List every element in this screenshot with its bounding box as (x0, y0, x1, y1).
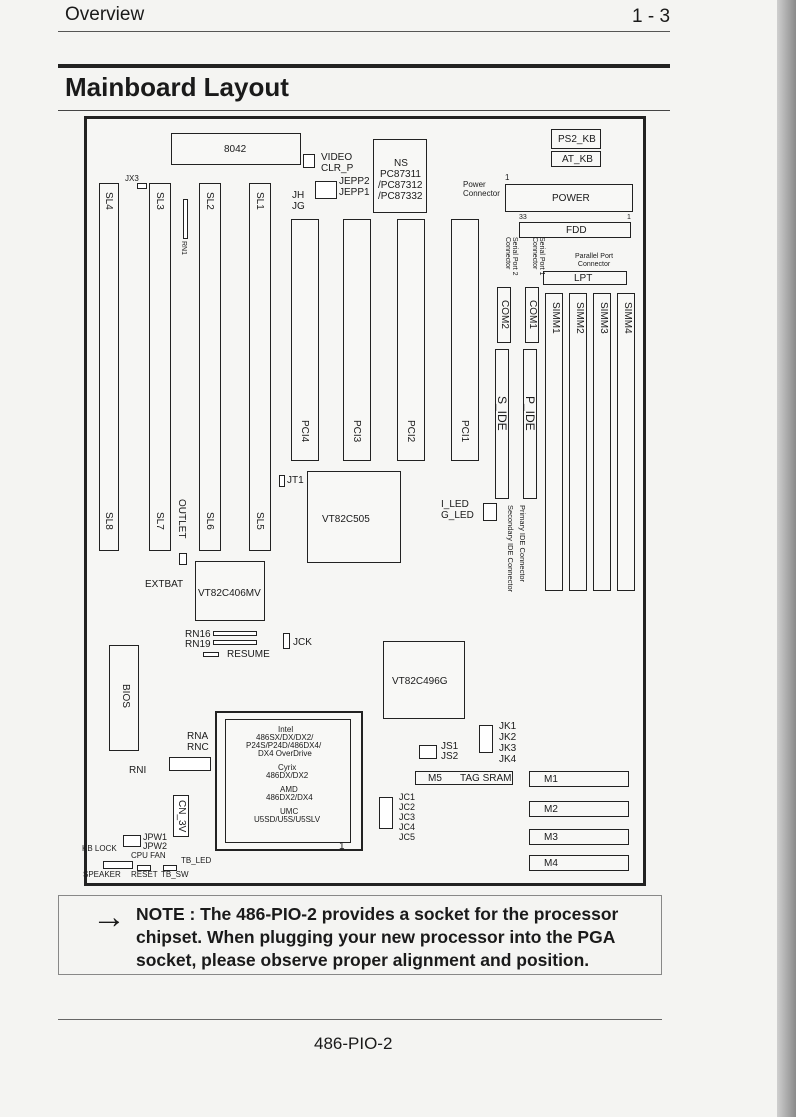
title-rule-bottom (58, 110, 670, 111)
secondary-ide-label: Secondary IDE Connector (506, 505, 515, 593)
mainboard-diagram: 8042 VIDEO CLR_P JEPP2 JEPP1 JH JG NS PC… (82, 116, 646, 886)
ps2-kb-connector: PS2_KB (551, 129, 601, 149)
page-number: 1 - 3 (632, 6, 671, 27)
jg-label: JG (292, 201, 305, 212)
simm3-slot: SIMM3 (593, 293, 611, 591)
page-title: Mainboard Layout (65, 72, 289, 102)
simm4-slot: SIMM4 (617, 293, 635, 591)
isa-slot-sl3: SL3 SL7 (149, 183, 171, 551)
cpu-socket: Intel 486SX/DX/DX2/ P24S/P24D/486DX4/ DX… (215, 711, 363, 851)
chip-vt82c406mv: VT82C406MV (195, 561, 265, 621)
cache-m2: M2 (529, 801, 629, 817)
outlet-label: OUTLET (176, 499, 187, 539)
parallel-port-label: Parallel Port Connector (575, 253, 614, 268)
reset-connector (137, 865, 151, 871)
jumper-jc (379, 797, 393, 829)
jumper-jck (283, 633, 290, 649)
secondary-ide-connector: S_IDE (495, 349, 509, 499)
power-connector: POWER (505, 184, 633, 212)
serial1-label: Serial Port 1 Connector (531, 237, 545, 276)
jumper-jepp (315, 181, 337, 199)
isa-slot-sl4: SL4 SL8 (99, 183, 119, 551)
jumper-jt1 (279, 475, 285, 487)
com2-connector: COM2 (497, 287, 511, 343)
pci-slot-3: PCI3 (343, 219, 371, 461)
simm1-slot: SIMM1 (545, 293, 563, 591)
footer-model: 486-PIO-2 (314, 1034, 393, 1053)
jh-label: JH (292, 190, 305, 201)
jumper-jk (479, 725, 493, 753)
jepp2-label: JEPP2 (339, 176, 370, 187)
chip-ns-superio: NS PC87311 /PC87312 /PC87332 (373, 139, 427, 213)
extbat-label: EXTBAT (145, 579, 184, 590)
header-rule (58, 31, 670, 32)
at-kb-connector: AT_KB (551, 151, 601, 167)
rn1-resistor (183, 199, 188, 239)
section-header: Overview (65, 4, 145, 25)
rn19-resistor (213, 640, 257, 645)
chip-vt82c505: VT82C505 (307, 471, 401, 563)
jumper-jx3 (137, 183, 147, 189)
jumper-outlet (179, 553, 187, 565)
cache-m3: M3 (529, 829, 629, 845)
jumper-jpw (123, 835, 141, 847)
chip-8042: 8042 (171, 133, 301, 165)
primary-ide-label: Primary IDE Connector (518, 505, 527, 583)
jumper-led (483, 503, 497, 521)
pci-slot-1: PCI1 (451, 219, 479, 461)
primary-ide-connector: P_IDE (523, 349, 537, 499)
bios-chip: BIOS (109, 645, 139, 751)
title-rule-top (58, 64, 670, 68)
note-text: NOTE : The 486-PIO-2 provides a socket f… (136, 904, 619, 970)
jumper-video (303, 154, 315, 168)
cache-m1: M1 (529, 771, 629, 787)
cn-3v-connector: CN_3V (173, 795, 189, 837)
pci-slot-4: PCI4 (291, 219, 319, 461)
clrp-label: CLR_P (321, 163, 354, 174)
tbsw-connector (163, 865, 177, 871)
cpu-socket-inner: Intel 486SX/DX/DX2/ P24S/P24D/486DX4/ DX… (225, 719, 351, 843)
note-box (58, 895, 662, 975)
pci-slot-2: PCI2 (397, 219, 425, 461)
rn16-resistor (213, 631, 257, 636)
video-label: VIDEO (321, 152, 353, 163)
rn-resistor-array (169, 757, 211, 771)
page-edge-shadow (777, 0, 796, 1117)
speaker-connector (103, 861, 133, 869)
isa-slot-sl1: SL1 SL5 (249, 183, 271, 551)
note-arrow-icon: → (92, 898, 126, 936)
com1-connector: COM1 (525, 287, 539, 343)
tag-sram-socket: M5 TAG SRAM (415, 771, 513, 785)
isa-slot-sl2: SL2 SL6 (199, 183, 221, 551)
jumper-resume (203, 652, 219, 657)
footer-rule (58, 1019, 662, 1020)
chip-vt82c496g: VT82C496G (383, 641, 465, 719)
simm2-slot: SIMM2 (569, 293, 587, 591)
cache-m4: M4 (529, 855, 629, 871)
lpt-connector: LPT (543, 271, 627, 285)
jepp1-label: JEPP1 (339, 187, 370, 198)
power-connector-label: Power Connector (463, 180, 500, 198)
serial2-label: Serial Port 2 Connector (504, 237, 518, 276)
jumper-js (419, 745, 437, 759)
fdd-connector: FDD (519, 222, 631, 238)
